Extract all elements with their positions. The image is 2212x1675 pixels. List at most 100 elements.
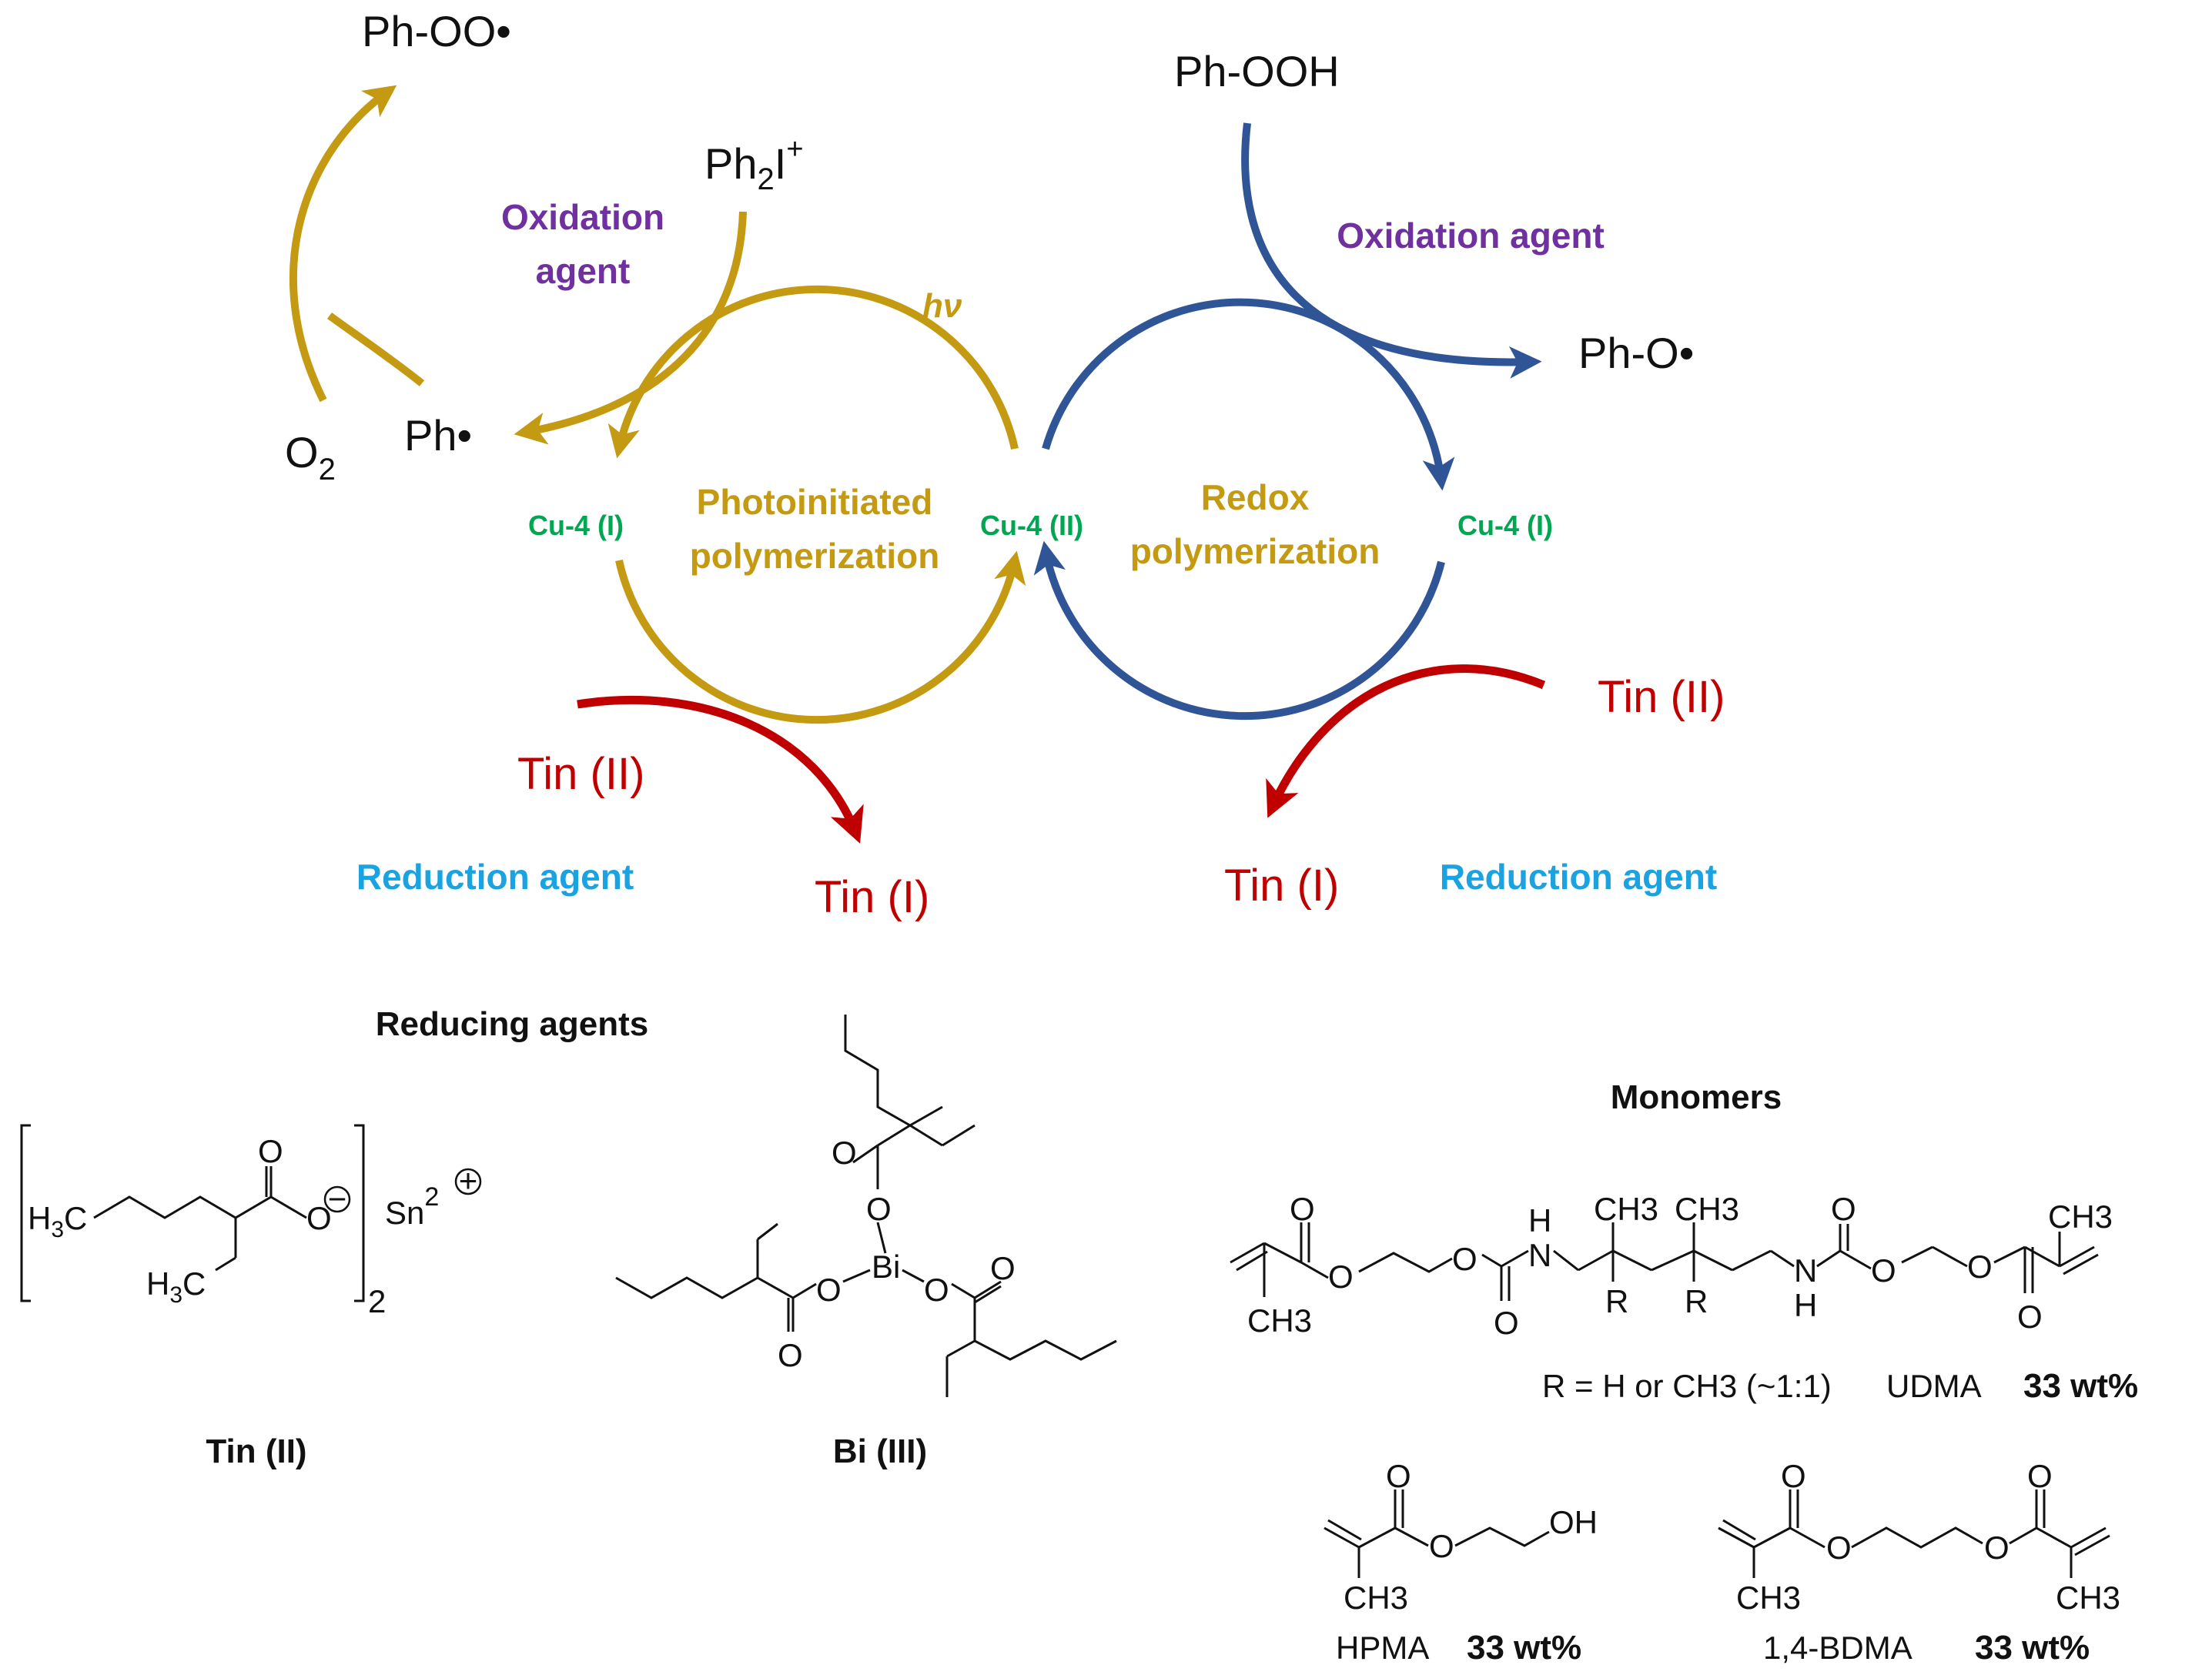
hpma-atom-oh: OH xyxy=(1549,1504,1598,1540)
bismuth-skeleton xyxy=(615,1015,1117,1397)
udma-structure: O O O O N H N H O O O O CH3 CH3 CH3 CH3 … xyxy=(1230,1191,2113,1341)
udma-atom-o6: O xyxy=(1871,1252,1896,1289)
udma-atom-ch3-4: CH3 xyxy=(2048,1199,2113,1235)
left-cycle-title-2: polymerization xyxy=(690,536,940,576)
tin-bracket-subscript: 2 xyxy=(368,1283,386,1319)
bi-o-5: O xyxy=(778,1337,803,1373)
hpma-atom-o1: O xyxy=(1386,1458,1411,1494)
udma-atom-o7: O xyxy=(1967,1249,1993,1285)
udma-atom-o5: O xyxy=(1831,1191,1856,1227)
right-tin-i-label: Tin (I) xyxy=(1224,861,1339,911)
udma-atom-ch3-3: CH3 xyxy=(1675,1191,1739,1227)
bi-o-2: O xyxy=(866,1191,892,1227)
udma-atom-n1: N xyxy=(1528,1237,1551,1273)
tin-plus-circle xyxy=(454,1168,482,1195)
oxygen-label: O2 xyxy=(285,428,336,486)
right-tin-arrow xyxy=(1266,664,1546,818)
center-cu-ii-label: Cu-4 (II) xyxy=(980,510,1083,541)
bdma-atom-o3: O xyxy=(1984,1530,2010,1566)
tin-left-bracket xyxy=(20,1124,31,1302)
bi-o-6: O xyxy=(990,1250,1016,1286)
udma-atom-o8: O xyxy=(2017,1299,2043,1335)
udma-atom-ch3-2: CH3 xyxy=(1594,1191,1658,1227)
left-tin-ii-label: Tin (II) xyxy=(517,749,644,799)
right-cycle-title-2: polymerization xyxy=(1130,531,1380,571)
oxygen-bottom-arc xyxy=(327,312,425,386)
udma-atom-h1: H xyxy=(1528,1202,1551,1239)
tin-methyl-2: H3C xyxy=(146,1265,206,1308)
bi-iii-caption: Bi (III) xyxy=(833,1433,927,1470)
udma-wt: 33 wt% xyxy=(2023,1367,2138,1405)
iodonium-to-phenyl-arrow xyxy=(514,211,747,445)
tin-minus-circle xyxy=(323,1185,351,1213)
right-oxidation-label: Oxidation agent xyxy=(1337,216,1605,256)
tin-skeleton xyxy=(93,1166,307,1272)
bismuth-structure: O O Bi O O O O xyxy=(615,1015,1117,1397)
udma-atom-h2: H xyxy=(1794,1287,1817,1323)
right-cycle-title-1: Redox xyxy=(1201,477,1310,517)
left-reduction-label: Reduction agent xyxy=(356,857,634,897)
bdma-wt: 33 wt% xyxy=(1975,1629,2090,1667)
hpma-atom-ch3: CH3 xyxy=(1344,1580,1408,1616)
udma-atom-r2: R xyxy=(1685,1283,1708,1319)
oxygen-to-peroxy-arrow xyxy=(289,85,397,403)
udma-atom-n2: N xyxy=(1794,1252,1817,1289)
tin-right-bracket xyxy=(354,1124,365,1302)
bdma-atom-ch3-2: CH3 xyxy=(2056,1580,2120,1616)
peroxy-radical-label: Ph-OO• xyxy=(362,7,511,55)
right-cu-i-label: Cu-4 (I) xyxy=(1457,510,1553,541)
udma-atom-ch3-1: CH3 xyxy=(1247,1302,1312,1339)
bi-o-1: O xyxy=(832,1135,857,1171)
right-tin-ii-label: Tin (II) xyxy=(1598,672,1725,722)
tin-metal: Sn2 xyxy=(385,1182,439,1231)
bdma-atom-o2: O xyxy=(1826,1530,1852,1566)
redox-cycle xyxy=(1033,122,1542,720)
hydroperoxide-to-phenoxy-arrow xyxy=(1241,122,1542,379)
left-cycle-top-arc xyxy=(607,285,1019,459)
right-reduction-label: Reduction agent xyxy=(1440,857,1717,897)
hydroperoxide-label: Ph-OOH xyxy=(1174,47,1340,95)
bi-o-4: O xyxy=(924,1272,949,1308)
tin-carbonyl-o: O xyxy=(258,1133,283,1169)
udma-atom-o1: O xyxy=(1290,1191,1315,1227)
bdma-atom-o1: O xyxy=(1781,1458,1806,1494)
hpma-structure: O O OH CH3 xyxy=(1324,1458,1598,1616)
bdma-skeleton xyxy=(1718,1489,2110,1578)
phenoxy-radical-label: Ph-O• xyxy=(1578,329,1694,377)
udma-atom-o3: O xyxy=(1452,1241,1477,1277)
udma-name: UDMA xyxy=(1886,1368,1982,1404)
bi-o-3: O xyxy=(816,1272,842,1308)
left-tin-arrow xyxy=(577,695,864,844)
left-cycle-bottom-arc xyxy=(615,550,1026,724)
hpma-name: HPMA xyxy=(1336,1630,1429,1666)
left-oxidation-line2: agent xyxy=(536,251,631,291)
light-hv-label: hν xyxy=(922,287,962,325)
udma-skeleton xyxy=(1230,1222,2099,1301)
photoinitiated-cycle xyxy=(289,85,1026,724)
tin-methyl-1: H3C xyxy=(28,1200,87,1242)
tin-minus-sign: − xyxy=(328,1181,347,1217)
left-oxidation-line1: Oxidation xyxy=(501,197,664,237)
udma-atom-r1: R xyxy=(1605,1283,1628,1319)
right-cycle-top-arc xyxy=(1042,298,1455,491)
tin-ii-caption: Tin (II) xyxy=(206,1433,306,1470)
udma-atom-o2: O xyxy=(1328,1259,1354,1295)
bdma-structure: O O O O CH3 CH3 xyxy=(1718,1458,2120,1616)
bismuth-metal: Bi xyxy=(872,1249,900,1285)
tin-structure: H3C H3C O O − Sn2 + 2 xyxy=(20,1124,482,1319)
udma-r-note: R = H or CH3 (~1:1) xyxy=(1542,1368,1832,1404)
left-tin-i-label: Tin (I) xyxy=(815,872,929,922)
bdma-name: 1,4-BDMA xyxy=(1763,1630,1912,1666)
udma-atom-o4: O xyxy=(1494,1305,1519,1341)
monomers-heading: Monomers xyxy=(1611,1078,1782,1116)
tin-plus-sign: + xyxy=(459,1162,478,1199)
hpma-atom-o2: O xyxy=(1429,1528,1454,1564)
bdma-atom-ch3-1: CH3 xyxy=(1736,1580,1801,1616)
phenyl-radical-label: Ph• xyxy=(404,411,472,460)
left-cycle-title-1: Photoinitiated xyxy=(697,482,933,522)
right-cycle-bottom-arc xyxy=(1033,540,1445,720)
bdma-atom-o4: O xyxy=(2027,1458,2053,1494)
reducing-agents-heading: Reducing agents xyxy=(376,1005,649,1043)
left-cu-i-label: Cu-4 (I) xyxy=(528,510,624,541)
iodonium-label: Ph2I+ xyxy=(704,133,804,196)
